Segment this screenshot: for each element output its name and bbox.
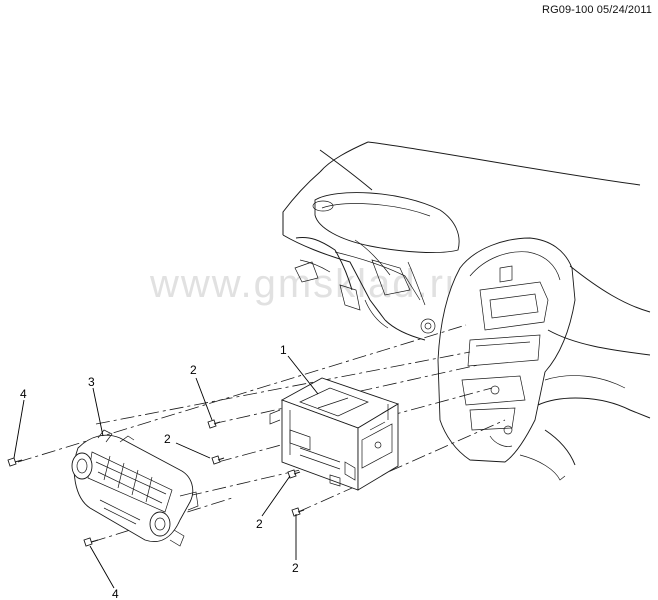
bolt-4b: [83, 537, 93, 547]
leader-lines: [13, 355, 319, 589]
callouts: 1 2 2 2 2 3 4 4: [20, 343, 299, 600]
diagram-reference-id: RG09-100 05/24/2011: [542, 4, 652, 16]
instrument-panel: [282, 141, 651, 481]
alignment-line: [297, 419, 506, 513]
radio-receiver: [269, 377, 400, 491]
alignment-lines: [17, 324, 506, 543]
bolt-4a: [7, 457, 17, 467]
callout-4: 4: [112, 587, 119, 600]
callout-2: 2: [292, 561, 299, 575]
fasteners: [7, 419, 305, 547]
callout-1: 1: [280, 343, 287, 357]
control-panel: [71, 429, 199, 547]
callout-2: 2: [190, 363, 197, 377]
screw-2a: [207, 419, 217, 429]
callout-3: 3: [88, 375, 95, 389]
alignment-line: [95, 351, 471, 425]
callout-2: 2: [256, 517, 263, 531]
callout-4: 4: [20, 387, 27, 401]
watermark: www.gmsklad.ru: [150, 262, 470, 306]
screw-2d: [291, 507, 301, 517]
callout-2: 2: [164, 432, 171, 446]
alignment-line: [187, 469, 301, 497]
alignment-line: [217, 387, 493, 463]
screw-2b: [211, 455, 221, 465]
